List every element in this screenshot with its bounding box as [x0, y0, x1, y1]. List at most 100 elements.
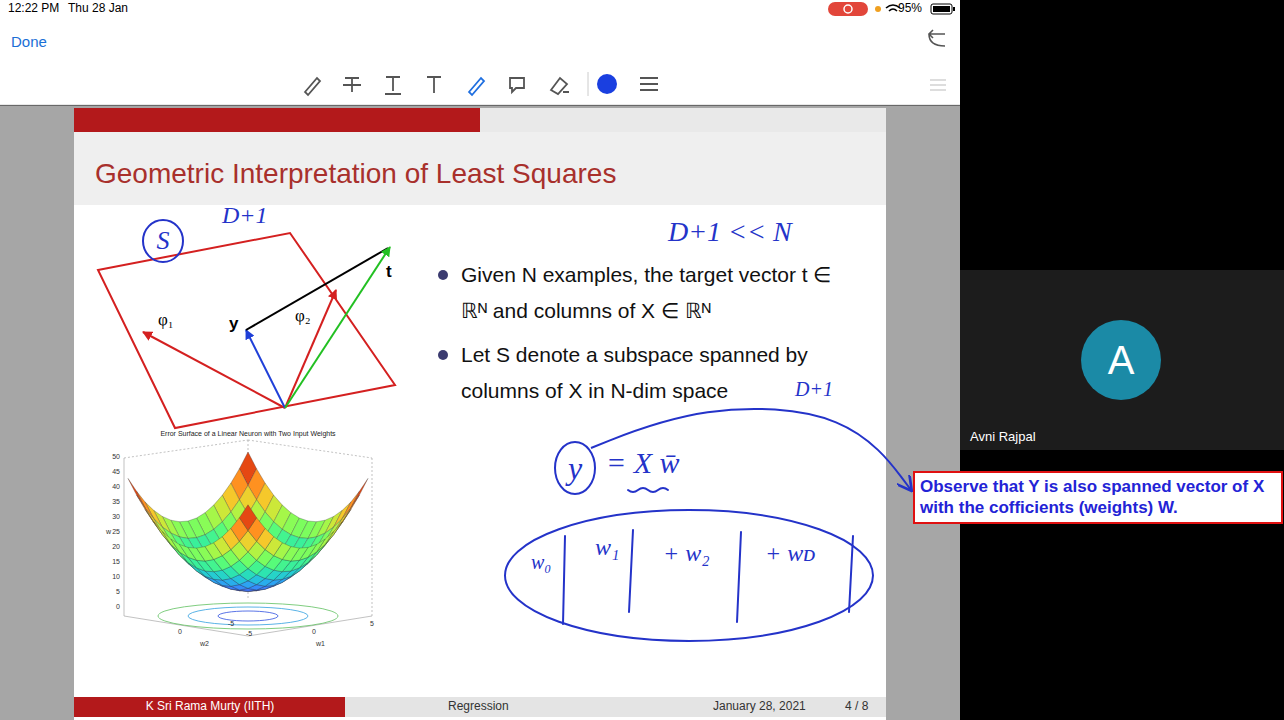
error-surface: [128, 452, 368, 592]
surface-facet: [317, 532, 334, 553]
slide-footer: [74, 697, 886, 717]
ellipse-outline: [505, 510, 873, 641]
contour: [158, 603, 338, 629]
slide-progress-rest: [480, 108, 886, 132]
circled-symbol: y: [553, 440, 597, 496]
slide-header: [74, 132, 886, 205]
axis-label: w1: [316, 640, 325, 648]
bullet: [438, 350, 448, 360]
footer-topic: Regression: [448, 700, 509, 714]
axis-tick: 10: [112, 573, 120, 581]
comment-icon: [510, 78, 524, 92]
vector-label: y: [229, 314, 238, 334]
node-text: + w₂: [663, 538, 710, 568]
avatar-circle: A: [1081, 320, 1161, 400]
axis-tick: 0: [312, 628, 316, 636]
axis-tick: 15: [112, 558, 120, 566]
node-text: S: [157, 225, 170, 258]
node-text: y: [568, 448, 582, 488]
text-icon: [385, 77, 401, 94]
surface-facet: [145, 502, 162, 527]
subspace-plane: [98, 233, 395, 428]
axis-tick: 5: [370, 620, 374, 628]
axis-tick: 0: [116, 603, 120, 611]
axis-tick: 30: [112, 513, 120, 521]
arrow-connector: [591, 409, 911, 490]
axis-tick: 20: [112, 543, 120, 551]
battery-tip: [953, 7, 955, 11]
battery-level: [933, 6, 950, 12]
vector-label: t: [386, 262, 392, 282]
axis-label: w2: [200, 640, 209, 648]
slide-progress-bar: [74, 108, 480, 132]
list-icon: [930, 80, 946, 90]
status-dot: [875, 6, 881, 12]
surface-facet: [162, 532, 179, 553]
axis-tick: 25: [112, 528, 120, 536]
residual-line: [246, 248, 388, 330]
surface-facet: [334, 502, 351, 527]
participant-name: Avni Rajpal: [970, 430, 1036, 445]
footer-page: 4 / 8: [845, 700, 868, 714]
menu-icon: [640, 78, 658, 90]
axis-tick: 0: [178, 628, 182, 636]
underline-stroke: [628, 488, 668, 492]
bullet: [438, 270, 448, 280]
contour: [188, 607, 308, 625]
node-text: Observe that Y is also spanned vector of…: [920, 476, 1276, 519]
axis-tick: 50: [112, 453, 120, 461]
pen-icon: [469, 78, 484, 95]
toolbar-divider: [0, 105, 960, 106]
pencil-icon: [305, 78, 320, 95]
surface-facet: [239, 505, 256, 531]
bracket-stroke: [849, 536, 853, 612]
side-panel: [960, 0, 1284, 720]
handwritten-note: D+1: [222, 202, 268, 230]
wifi-icon: [886, 5, 900, 11]
slide: [74, 108, 886, 720]
done-button: Done: [11, 33, 47, 50]
battery-level: 95%: [898, 2, 922, 16]
plot-axis: [124, 458, 125, 616]
participant-tile: [960, 270, 1284, 450]
tool-divider: [588, 72, 589, 96]
node-outline: [503, 508, 875, 643]
handwritten-equation: = X w̄: [606, 446, 680, 481]
node-text: w₀: [531, 550, 551, 575]
surface-facet: [351, 478, 368, 508]
status-date: Thu 28 Jan: [68, 2, 128, 16]
bullet-text: Given N examples, the target vector t ∈ …: [461, 257, 861, 329]
axis-tick: 40: [112, 483, 120, 491]
basis-vector: [143, 332, 285, 408]
page-ground: [0, 106, 960, 720]
axis-tick: 35: [112, 498, 120, 506]
projection-vector: [246, 330, 285, 408]
target-vector: [285, 247, 390, 408]
bracket-stroke: [629, 530, 633, 612]
axis-label: w: [106, 528, 111, 536]
tool-icons: [305, 77, 946, 95]
note-box: Observe that Y is also spanned vector of…: [913, 471, 1283, 524]
eraser-icon: [551, 78, 569, 94]
undo-icon: [929, 30, 945, 46]
record-icon: [844, 5, 852, 13]
footer-date: January 28, 2021: [713, 700, 806, 714]
handwritten-note: D+1: [795, 378, 833, 401]
node-text: + wᴅ: [765, 538, 815, 568]
basis-vector: [285, 290, 336, 408]
plot-grid: [248, 440, 372, 458]
plot-frame: [124, 440, 372, 636]
surface-facet: [154, 522, 171, 545]
bracket-stroke: [737, 532, 741, 622]
slide-title: Geometric Interpretation of Least Square…: [95, 158, 616, 190]
contour: [218, 611, 278, 621]
plot-axis: [124, 616, 248, 636]
ellipse-outline: [143, 220, 183, 262]
vector-label: φ₂: [295, 306, 311, 326]
plot-grid: [124, 440, 248, 458]
plot-axis: [248, 616, 372, 636]
surface-facet: [325, 522, 342, 545]
handwritten-note: D+1 << N: [668, 216, 792, 248]
color-swatch: [597, 74, 617, 94]
